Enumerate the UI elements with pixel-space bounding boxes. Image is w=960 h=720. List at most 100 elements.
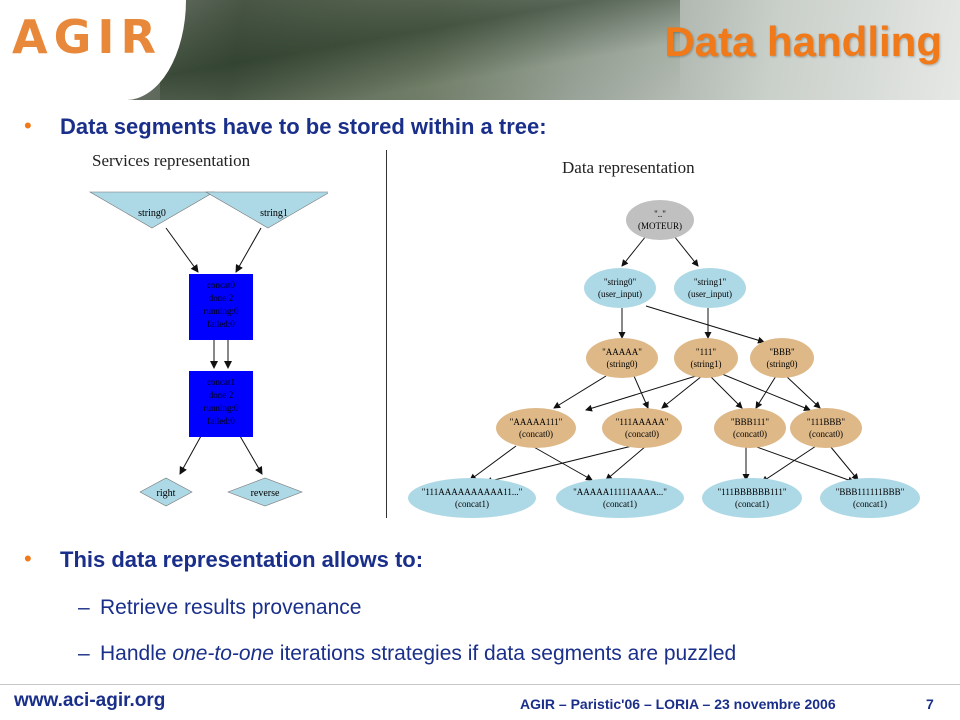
data-node-label: "111BBB" (807, 417, 846, 427)
edge (485, 445, 633, 484)
data-node-leaf-1 (408, 478, 536, 518)
bullet-dot: • (24, 546, 32, 571)
footer-divider (0, 684, 960, 685)
data-node-leaf-2 (556, 478, 684, 518)
data-node-label: "111" (696, 347, 717, 357)
edge (621, 235, 647, 267)
edge (785, 375, 821, 409)
data-node-label: (concat0) (809, 429, 843, 439)
edge (661, 375, 703, 409)
data-node-aaaaa111 (496, 408, 576, 448)
bullet-text: This data representation allows to: (60, 547, 424, 572)
page-number: 7 (926, 696, 934, 712)
data-node-label: (concat1) (735, 499, 769, 509)
data-node-111aaaaa (602, 408, 682, 448)
sub-item-text-pre: Handle (100, 642, 173, 665)
data-node-label: "BBB111111BBB" (836, 487, 905, 497)
data-node-label: (string0) (607, 359, 638, 369)
output-node-right (139, 477, 193, 507)
data-node-label: (concat0) (519, 429, 553, 439)
edge (553, 375, 607, 409)
data-node-bbb111 (714, 408, 786, 448)
data-node-label: (concat1) (853, 499, 887, 509)
data-node-root (626, 200, 694, 240)
bullet-dot: • (24, 113, 32, 138)
services-caption: Services representation (92, 151, 251, 170)
data-node-111bbb (790, 408, 862, 448)
output-node-reverse (227, 477, 303, 507)
data-node-label: (user_input) (598, 289, 642, 299)
sub-item-text: Handle one-to-one iterations strategies … (100, 642, 736, 666)
sub-item-emphasis: one-to-one (172, 642, 274, 665)
data-node-label: (string1) (691, 359, 722, 369)
services-diagram: string0 string1 concat0 done:2 running:0… (88, 191, 328, 507)
edge (753, 445, 855, 484)
sub-item-text-post: iterations strategies if data segments a… (273, 642, 737, 665)
edge-string0-concat0 (165, 227, 199, 273)
edge (673, 235, 699, 267)
output-label-reverse: reverse (251, 488, 280, 499)
data-node-string1 (674, 268, 746, 308)
data-node-label: "AAAAA111" (510, 417, 563, 427)
edge (709, 375, 743, 409)
data-node-label: "string0" (604, 277, 637, 287)
processor-label: concat0 (207, 280, 235, 290)
header-banner (0, 0, 960, 100)
bullet-text: Data segments have to be stored within a… (60, 114, 547, 139)
data-caption: Data representation (562, 158, 695, 177)
data-node-label: (concat1) (603, 499, 637, 509)
diagram-divider (386, 150, 387, 518)
edge (761, 445, 817, 483)
processor-label: done:2 (209, 293, 234, 303)
data-node-label: "AAAAA11111AAAA..." (573, 487, 667, 497)
edge-concat1-right (179, 435, 202, 475)
processor-node-concat0 (189, 274, 253, 340)
processor-label: done:2 (209, 390, 234, 400)
edge (633, 375, 649, 409)
data-node-label: "BBB111" (731, 417, 770, 427)
processor-label: running:0 (204, 306, 239, 316)
input-label-string0: string0 (138, 208, 166, 219)
processor-label: concat1 (207, 377, 235, 387)
data-node-label: "BBB" (769, 347, 795, 357)
processor-label: failed:0 (207, 416, 235, 426)
sub-item-dash: – (78, 642, 90, 665)
edge-string1-concat0 (235, 227, 262, 273)
input-label-string1: string1 (260, 208, 288, 219)
data-node-aaaaa (586, 338, 658, 378)
data-diagram: ".." (MOTEUR) "string0" (user_input) "st… (408, 200, 920, 518)
edge (829, 445, 859, 481)
data-node-leaf-3 (702, 478, 802, 518)
data-node-label: "111BBBBBB111" (717, 487, 786, 497)
edge (605, 445, 647, 481)
data-node-111 (674, 338, 738, 378)
data-node-label: (user_input) (688, 289, 732, 299)
processor-label: failed:0 (207, 319, 235, 329)
edge (755, 375, 777, 409)
logo-area: AGIR (0, 0, 186, 100)
edge-concat1-reverse (239, 435, 263, 475)
sub-item-text: Retrieve results provenance (100, 596, 362, 619)
edge (585, 375, 697, 412)
data-node-label: "111AAAAA" (616, 417, 669, 427)
data-node-label: "111AAAAAAAAAA11..." (422, 487, 523, 497)
data-node-label: (MOTEUR) (638, 221, 682, 231)
sub-item-dash: – (78, 596, 90, 619)
footer-text: AGIR – Paristic'06 – LORIA – 23 novembre… (520, 696, 836, 712)
data-node-leaf-4 (820, 478, 920, 518)
edge (469, 445, 517, 481)
output-label-right: right (157, 488, 176, 499)
data-node-label: ".." (654, 209, 666, 219)
data-node-label: "string1" (694, 277, 727, 287)
input-node-string0 (88, 191, 216, 229)
data-node-bbb (750, 338, 814, 378)
data-node-label: (concat1) (455, 499, 489, 509)
data-node-label: "AAAAA" (602, 347, 642, 357)
input-node-string1 (204, 191, 328, 229)
footer-url[interactable]: www.aci-agir.org (14, 690, 166, 711)
data-node-string0 (584, 268, 656, 308)
data-node-label: (concat0) (625, 429, 659, 439)
data-node-label: (concat0) (733, 429, 767, 439)
processor-label: running:0 (204, 403, 239, 413)
processor-node-concat1 (189, 371, 253, 437)
